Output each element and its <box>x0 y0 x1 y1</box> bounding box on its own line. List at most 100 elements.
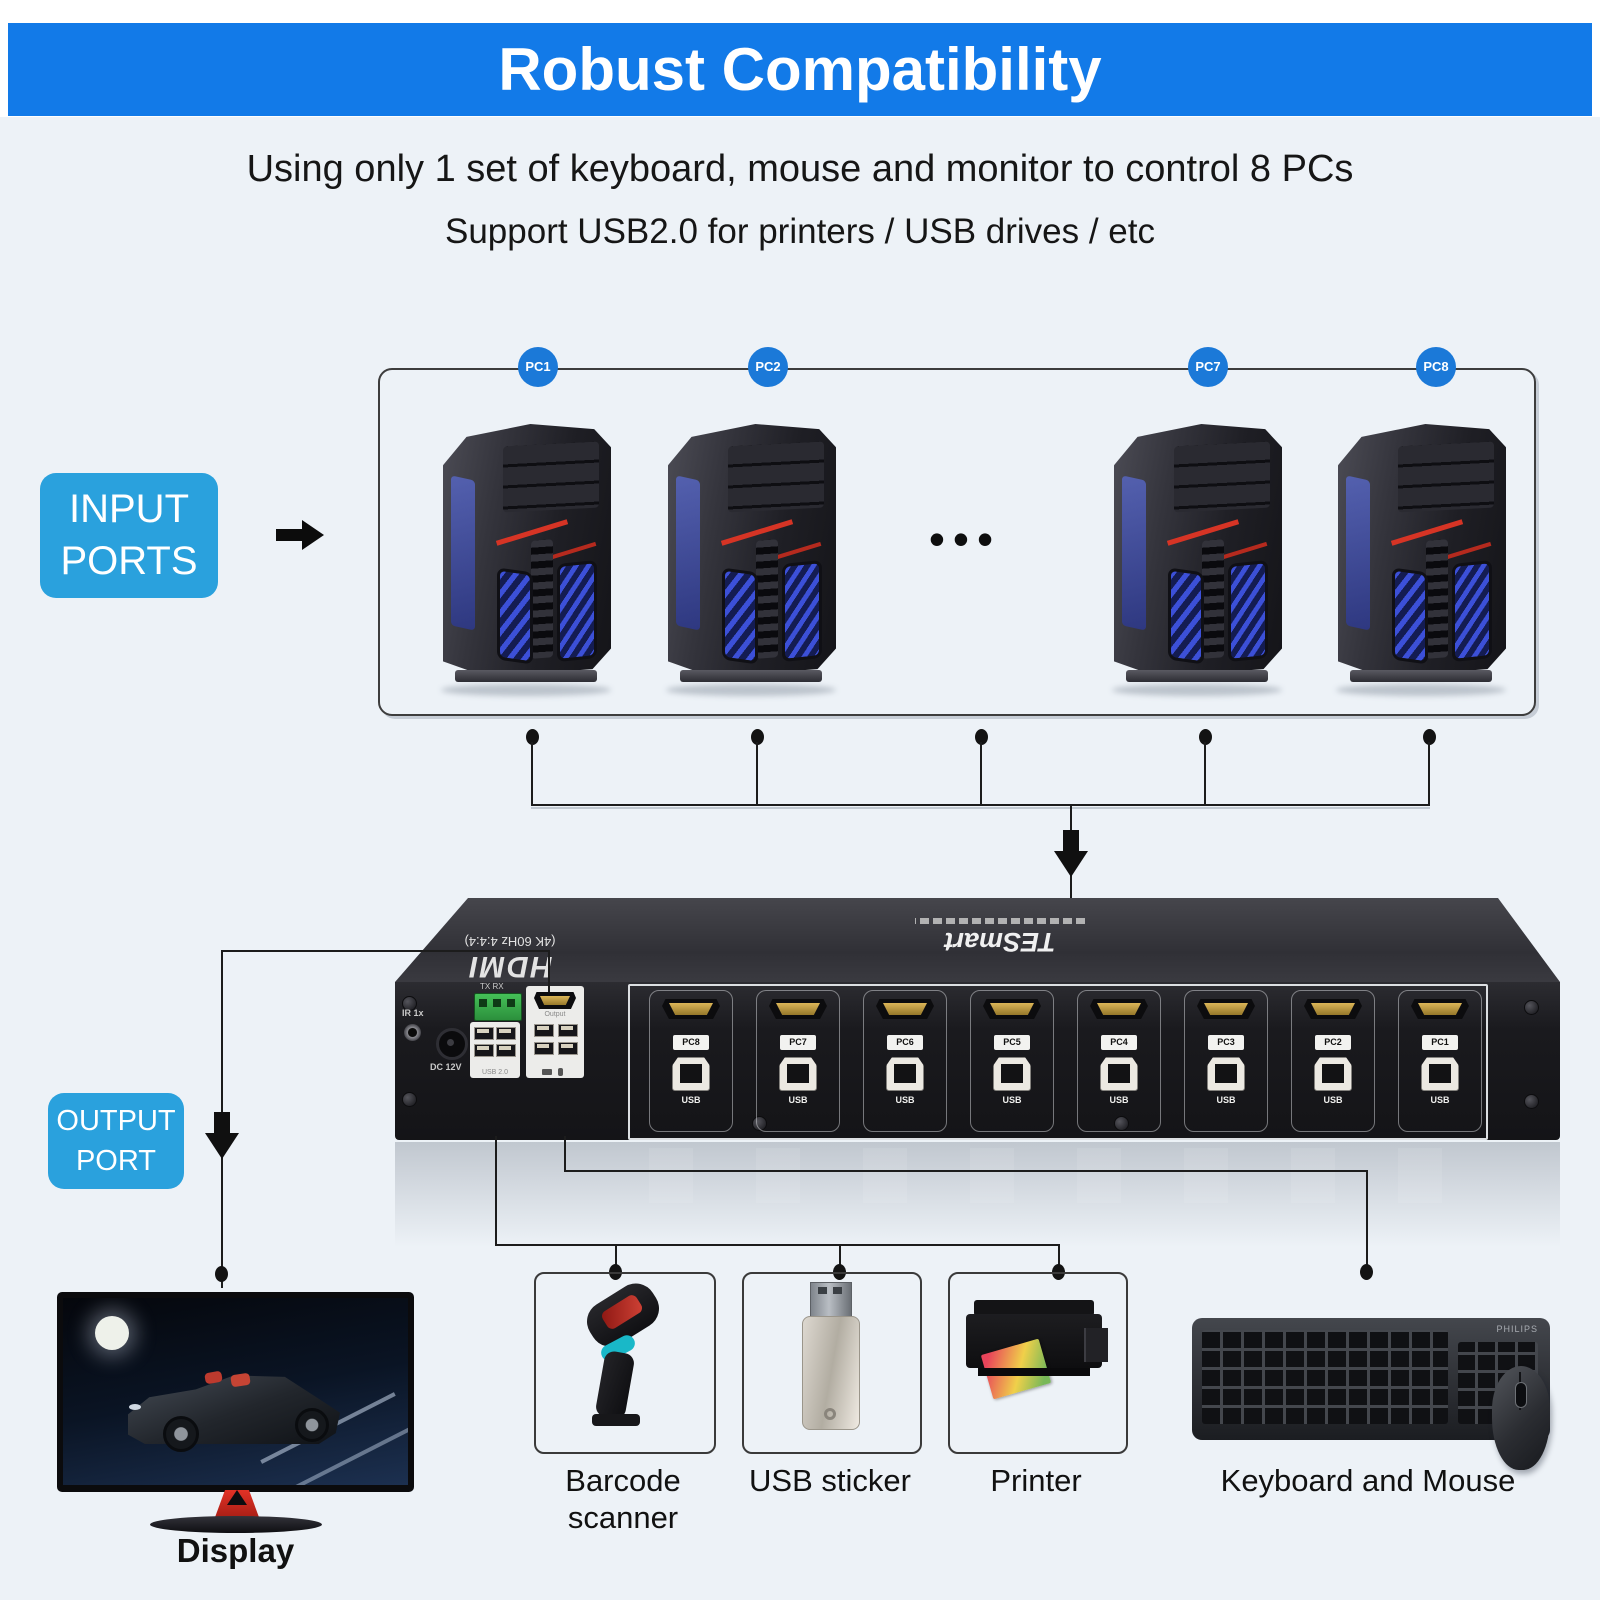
usb-b-port-inner <box>787 1064 809 1083</box>
ir-port-label: IR 1x <box>402 1008 424 1018</box>
arrow-down-icon-head <box>205 1133 239 1159</box>
hdmi-spec-text: (4K 60Hz 4:4:4) <box>464 934 556 949</box>
hdmi-input-port-inner <box>1204 1003 1248 1015</box>
cable-drop-pc8 <box>1428 742 1430 806</box>
port-group-pc6: PC6 USB <box>863 990 947 1132</box>
tower-shadow <box>441 684 611 696</box>
pc-port-label: PC2 <box>1315 1035 1351 1050</box>
port-group-pc5: PC5 USB <box>970 990 1054 1132</box>
usb-port-label: USB <box>1109 1095 1129 1105</box>
input-ports-badge: INPUT PORTS <box>40 473 218 598</box>
input-ports-line2: PORTS <box>60 539 198 583</box>
tower-shadow <box>1112 684 1282 696</box>
hdmi-logo-text: HDMI <box>467 950 553 983</box>
arrow-right-icon-head <box>302 520 324 550</box>
barcode-scanner-label: Barcode scanner <box>513 1462 733 1536</box>
pc-port-label: PC5 <box>994 1035 1030 1050</box>
car-wheel <box>163 1416 199 1452</box>
port-group-pc7: PC7 USB <box>756 990 840 1132</box>
kvm-reflection-ports <box>649 1148 1479 1203</box>
monitor-screen <box>63 1298 408 1485</box>
usb-b-port <box>779 1057 817 1091</box>
screw-icon <box>1524 1000 1539 1015</box>
port-group-pc8: PC8 USB <box>649 990 733 1132</box>
car-wheel <box>295 1408 329 1442</box>
tower-foot <box>455 670 597 682</box>
screw-icon <box>1524 1094 1539 1109</box>
tower-mesh-right <box>1228 559 1268 663</box>
usb-b-port-inner <box>1215 1064 1237 1083</box>
tower-mesh-left <box>722 567 758 665</box>
cable-usb-peripherals-bus <box>495 1244 1060 1246</box>
tower-foot <box>1126 670 1268 682</box>
usb-a-port <box>534 1024 554 1037</box>
port-group-pc1: PC1 USB <box>1398 990 1482 1132</box>
usb-sticker-box <box>742 1272 922 1454</box>
keyboard-brand: PHILIPS <box>1496 1324 1538 1334</box>
usb-a-port <box>496 1027 516 1040</box>
monitor-base <box>150 1516 322 1533</box>
cable-bus-pc <box>531 804 1430 806</box>
port-group-pc4: PC4 USB <box>1077 990 1161 1132</box>
usb-sticker-label: USB sticker <box>749 1463 911 1498</box>
tower-side-window <box>1346 475 1370 631</box>
console-usb-panel: USB 2.0 <box>470 1022 520 1078</box>
dc-power-jack-pin <box>447 1039 454 1046</box>
ellipsis-more-pcs: ••• <box>928 513 1002 565</box>
tower-shadow <box>1336 684 1506 696</box>
kvm-ports-box <box>628 984 1488 1140</box>
hdmi-input-port-inner <box>669 1003 713 1015</box>
barcode-scanner-icon <box>534 1272 712 1450</box>
mouse-wheel-icon <box>1515 1382 1527 1408</box>
tower-side-window <box>451 475 475 631</box>
input-ports-line1: INPUT <box>69 487 189 531</box>
hdmi-input-port-inner <box>990 1003 1034 1015</box>
cable-node-kbm <box>1360 1264 1373 1280</box>
cable-usb-kbm-horizontal <box>564 1170 1368 1172</box>
cable-stem-to-kvm <box>1070 806 1072 984</box>
hdmi-logo: HDMI (4K 60Hz 4:4:4) <box>420 934 600 983</box>
kvm-reflection <box>395 1142 1560 1247</box>
cable-usb-kbm-drop <box>1366 1170 1368 1266</box>
keyboard-mouse-label: Keyboard and Mouse <box>1220 1463 1516 1498</box>
usb-b-port-inner <box>1001 1064 1023 1083</box>
pc-port-label: PC4 <box>1101 1035 1137 1050</box>
cable-node-pc2 <box>751 729 764 745</box>
usb-port-label: USB <box>681 1095 701 1105</box>
arrow-down-icon <box>1063 830 1079 852</box>
usb-port-label: USB <box>1430 1095 1450 1105</box>
usb-b-port-inner <box>1429 1064 1451 1083</box>
usb-port-label: USB <box>1216 1095 1236 1105</box>
port-group-pc2: PC2 USB <box>1291 990 1375 1132</box>
pc-port-label: PC7 <box>780 1035 816 1050</box>
tower-side-window <box>1122 475 1146 631</box>
barcode-scanner-box <box>534 1272 716 1454</box>
intro-line-2: Support USB2.0 for printers / USB drives… <box>444 212 1155 251</box>
cable-drop-pc2 <box>756 742 758 806</box>
cable-usb-kbm-down <box>564 1136 566 1172</box>
cable-stub-usbsticker <box>839 1246 841 1266</box>
cable-usb-peripherals-down <box>495 1136 497 1246</box>
keyboard-icon <box>542 1069 552 1075</box>
usb-a-port <box>496 1044 516 1057</box>
usb-port-label: USB <box>1323 1095 1343 1105</box>
tower-center-vent <box>756 539 778 659</box>
pc-tower-7 <box>1110 418 1286 696</box>
hdmi-output-label: Output <box>544 1011 566 1018</box>
header-bar: Robust Compatibility <box>8 23 1592 116</box>
cable-node-pc8 <box>1423 729 1436 745</box>
screw-icon <box>402 996 417 1011</box>
dc-power-label: DC 12V <box>430 1062 462 1072</box>
serial-terminal <box>474 993 522 1021</box>
cable-node-pc7 <box>1199 729 1212 745</box>
usb-a-port <box>534 1042 554 1055</box>
barcode-label-line1: Barcode <box>565 1463 681 1498</box>
output-panel: Output <box>526 986 584 1078</box>
usb-a-port <box>558 1042 578 1055</box>
pc-badge-8: PC8 <box>1416 347 1456 387</box>
tower-foot <box>1350 670 1492 682</box>
tower-drive-bays <box>1174 441 1270 513</box>
screw-icon <box>1114 1116 1129 1131</box>
hdmi-input-port-inner <box>1418 1003 1462 1015</box>
